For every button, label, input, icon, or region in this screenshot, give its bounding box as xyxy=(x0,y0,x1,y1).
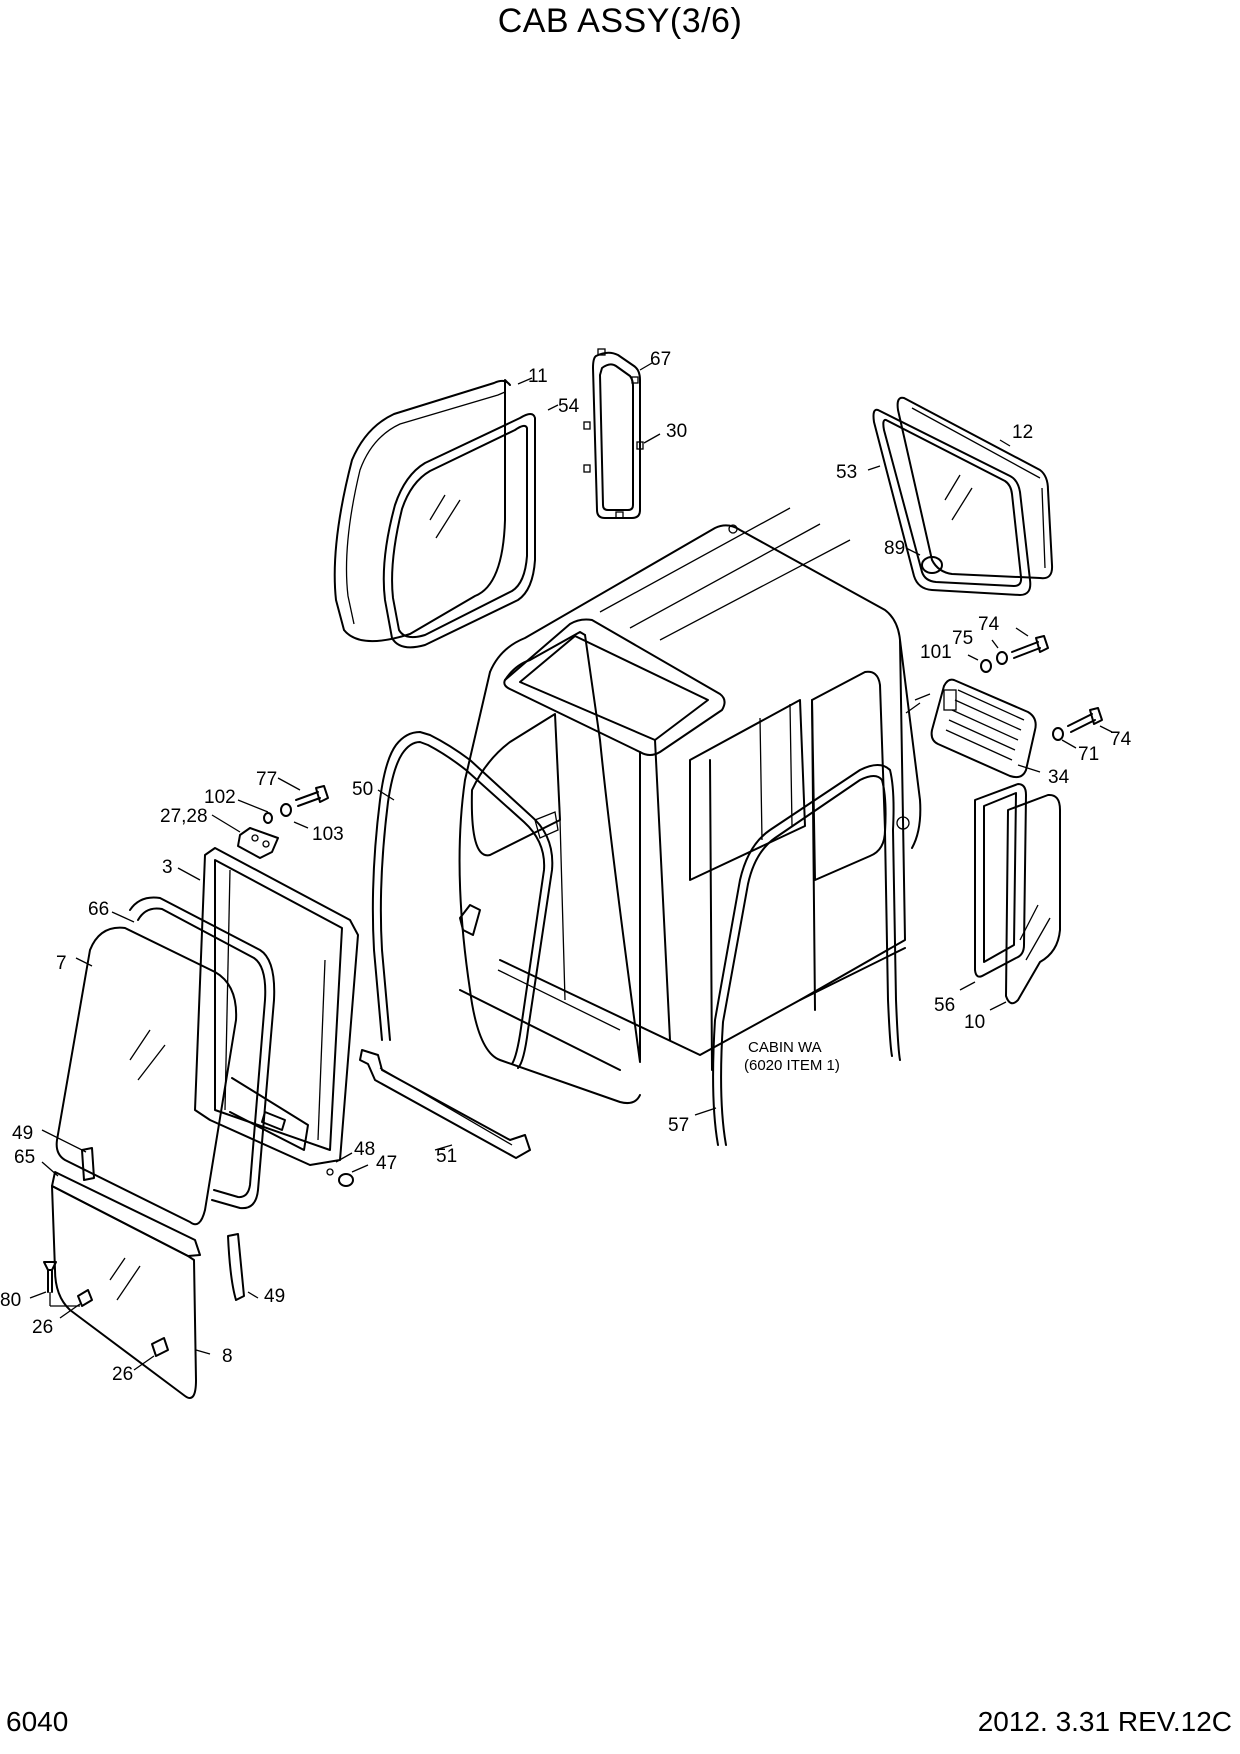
label-67: 67 xyxy=(650,349,671,370)
part-66-seal xyxy=(129,896,276,1210)
page-number: 6040 xyxy=(6,1706,69,1737)
label-65: 65 xyxy=(14,1147,35,1168)
page-title: CAB ASSY(3/6) xyxy=(497,2,743,40)
part-8-glass xyxy=(51,1185,197,1399)
part-74-bolt-upper xyxy=(980,635,1049,673)
label-102: 102 xyxy=(204,787,236,808)
label-75: 75 xyxy=(952,628,973,649)
part-10-glass xyxy=(1005,793,1061,1005)
label-50: 50 xyxy=(352,779,373,800)
part-49-strip-upper xyxy=(81,1147,95,1181)
label-74-upper: 74 xyxy=(978,614,1000,635)
part-80-screw xyxy=(43,1261,57,1293)
part-27-28-lock xyxy=(237,827,279,859)
label-54: 54 xyxy=(558,396,580,417)
label-74-lower: 74 xyxy=(1110,729,1132,750)
label-11: 11 xyxy=(528,366,548,387)
part-47-nut xyxy=(338,1173,354,1187)
label-80: 80 xyxy=(0,1290,21,1311)
part-labels: 11 54 67 30 12 53 89 74 75 101 74 71 34 … xyxy=(0,349,1132,1385)
part-12-glass xyxy=(896,396,1054,580)
note-cabin-wa: CABIN WA xyxy=(748,1039,822,1056)
label-103: 103 xyxy=(312,824,344,845)
label-10: 10 xyxy=(964,1012,985,1033)
part-77-bolt xyxy=(263,785,329,824)
label-49-upper: 49 xyxy=(12,1123,33,1144)
label-27-28: 27,28 xyxy=(160,806,208,827)
part-11-glass xyxy=(333,379,511,643)
label-34: 34 xyxy=(1048,767,1070,788)
part-67-glass xyxy=(583,348,644,519)
part-51-rail xyxy=(359,1049,531,1159)
label-71: 71 xyxy=(1078,744,1099,765)
part-57-seal xyxy=(712,764,901,1146)
part-89-ring xyxy=(921,556,943,574)
note-item-ref: (6020 ITEM 1) xyxy=(744,1057,840,1074)
label-3: 3 xyxy=(162,857,173,878)
label-48: 48 xyxy=(354,1139,375,1160)
part-53-seal xyxy=(872,408,1032,596)
label-89: 89 xyxy=(884,538,905,559)
label-57: 57 xyxy=(668,1115,689,1136)
label-26-lower: 26 xyxy=(112,1364,133,1385)
label-8: 8 xyxy=(222,1346,233,1367)
part-26-clip-upper xyxy=(77,1289,93,1307)
part-54-seal xyxy=(382,413,536,649)
label-26-upper: 26 xyxy=(32,1317,53,1338)
part-26-clip-lower xyxy=(151,1337,169,1357)
label-53: 53 xyxy=(836,462,857,483)
leader-lines xyxy=(29,362,1113,1371)
part-74-bolt-lower xyxy=(1052,707,1103,741)
label-49-lower: 49 xyxy=(264,1286,285,1307)
part-56-seal xyxy=(974,783,1027,978)
part-7-glass xyxy=(55,926,238,1226)
part-50-seal xyxy=(371,731,554,1069)
label-77: 77 xyxy=(256,769,277,790)
label-47: 47 xyxy=(376,1153,397,1174)
revision-date: 2012. 3.31 REV.12C xyxy=(977,1706,1232,1737)
label-30: 30 xyxy=(666,421,687,442)
label-12: 12 xyxy=(1012,422,1033,443)
label-56: 56 xyxy=(934,995,955,1016)
part-48-washer xyxy=(326,1168,334,1176)
part-34-louver xyxy=(930,678,1037,779)
label-51: 51 xyxy=(436,1146,457,1167)
label-66: 66 xyxy=(88,899,109,920)
part-49-strip-lower xyxy=(227,1233,245,1301)
label-101: 101 xyxy=(920,642,952,663)
label-7: 7 xyxy=(56,953,67,974)
part-65-channel xyxy=(51,1171,201,1257)
cabin-frame xyxy=(458,507,922,1105)
